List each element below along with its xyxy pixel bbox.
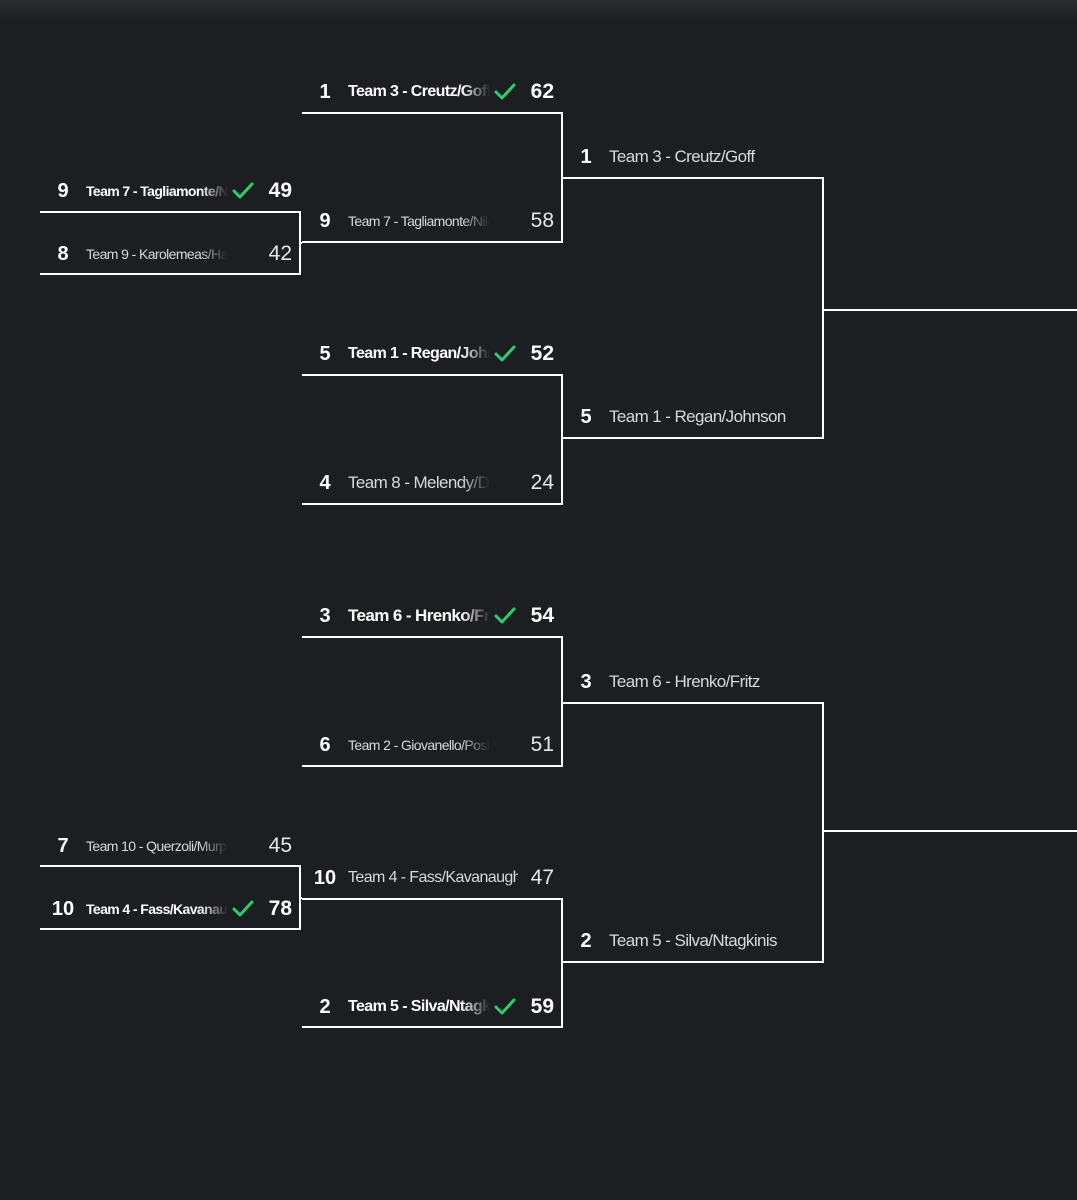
team-name: Team 1 - Regan/Johnson: [348, 345, 490, 362]
check-icon: [232, 900, 254, 918]
r1-slot-team10[interactable]: 7 Team 10 - Querzoli/Murphy 45: [40, 826, 302, 866]
seed-number: 3: [580, 671, 592, 693]
r2-slot-team2[interactable]: 6 Team 2 - Giovanello/Poshman 51: [302, 725, 564, 765]
team-name: Team 10 - Querzoli/Murphy: [86, 838, 228, 854]
check-icon: [494, 345, 516, 363]
r3-slot-team6[interactable]: 3 Team 6 - Hrenko/Fritz: [563, 662, 803, 702]
team-name: Team 7 - Tagliamonte/Nikicic: [86, 183, 228, 199]
score: 49: [268, 179, 292, 202]
score: 62: [530, 80, 554, 103]
score: 78: [268, 897, 292, 920]
score: 47: [530, 866, 554, 889]
team-name: Team 8 - Melendy/Dale: [348, 473, 490, 492]
seed-number: 1: [580, 146, 592, 168]
score: 51: [530, 733, 554, 756]
team-name: Team 3 - Creutz/Goff: [609, 147, 755, 166]
r2-slot-team3[interactable]: 1 Team 3 - Creutz/Goff 62: [302, 72, 564, 112]
seed-number: 2: [319, 996, 331, 1018]
r2-slot-team6[interactable]: 3 Team 6 - Hrenko/Fritz 54: [302, 596, 564, 636]
r2-slot-team5[interactable]: 2 Team 5 - Silva/Ntagkinis 59: [302, 987, 564, 1027]
team-name: Team 2 - Giovanello/Poshman: [348, 737, 490, 753]
team-name: Team 5 - Silva/Ntagkinis: [609, 931, 778, 950]
score: 42: [268, 242, 292, 265]
team-name: Team 1 - Regan/Johnson: [609, 407, 786, 426]
r2-slot-team1[interactable]: 5 Team 1 - Regan/Johnson 52: [302, 334, 564, 374]
r3-slot-team5[interactable]: 2 Team 5 - Silva/Ntagkinis: [563, 921, 803, 961]
team-name: Team 5 - Silva/Ntagkinis: [348, 998, 490, 1015]
r3-slot-team1[interactable]: 5 Team 1 - Regan/Johnson: [563, 397, 803, 437]
seed-number: 7: [57, 835, 69, 857]
team-name: Team 9 - Karolemeas/Hanjani: [86, 246, 228, 262]
check-icon: [232, 182, 254, 200]
team-name: Team 6 - Hrenko/Fritz: [609, 672, 760, 691]
r1-slot-team4[interactable]: 10 Team 4 - Fass/Kavanaugh 78: [40, 889, 302, 929]
top-shade: [0, 0, 1077, 22]
seed-number: 10: [313, 867, 337, 889]
r2-slot-team7[interactable]: 9 Team 7 - Tagliamonte/Nikicic 58: [302, 201, 564, 241]
r1-slot-team9[interactable]: 8 Team 9 - Karolemeas/Hanjani 42: [40, 234, 302, 274]
seed-number: 4: [319, 472, 331, 494]
seed-number: 9: [319, 210, 331, 232]
team-name: Team 6 - Hrenko/Fritz: [348, 606, 490, 625]
team-name: Team 4 - Fass/Kavanaugh: [86, 901, 228, 917]
team-name: Team 3 - Creutz/Goff: [348, 83, 490, 100]
seed-number: 6: [319, 734, 331, 756]
connector-r2-m2: [302, 374, 563, 505]
seed-number: 3: [319, 605, 331, 627]
seed-number: 9: [57, 180, 69, 202]
seed-number: 5: [319, 343, 331, 365]
seed-number: 8: [57, 243, 69, 265]
score: 54: [530, 604, 554, 627]
score: 58: [530, 209, 554, 232]
team-name: Team 7 - Tagliamonte/Nikicic: [348, 213, 490, 229]
connector-r3-top: [562, 177, 824, 439]
score: 59: [530, 995, 554, 1018]
seed-number: 10: [51, 898, 75, 920]
seed-number: 2: [580, 930, 592, 952]
connector-r3-bottom: [562, 702, 824, 963]
seed-number: 5: [580, 406, 592, 428]
connector-r2-m3: [302, 636, 563, 767]
score: 52: [530, 342, 554, 365]
check-icon: [494, 83, 516, 101]
r2-slot-team4[interactable]: 10 Team 4 - Fass/Kavanaugh 47: [302, 858, 564, 898]
check-icon: [494, 998, 516, 1016]
score: 45: [268, 834, 292, 857]
score: 24: [530, 471, 554, 494]
r1-slot-team7[interactable]: 9 Team 7 - Tagliamonte/Nikicic 49: [40, 171, 302, 211]
team-name: Team 4 - Fass/Kavanaugh: [348, 869, 518, 886]
check-icon: [494, 607, 516, 625]
r3-slot-team3[interactable]: 1 Team 3 - Creutz/Goff: [563, 137, 803, 177]
r2-slot-team8[interactable]: 4 Team 8 - Melendy/Dale 24: [302, 463, 564, 503]
seed-number: 1: [319, 81, 331, 103]
